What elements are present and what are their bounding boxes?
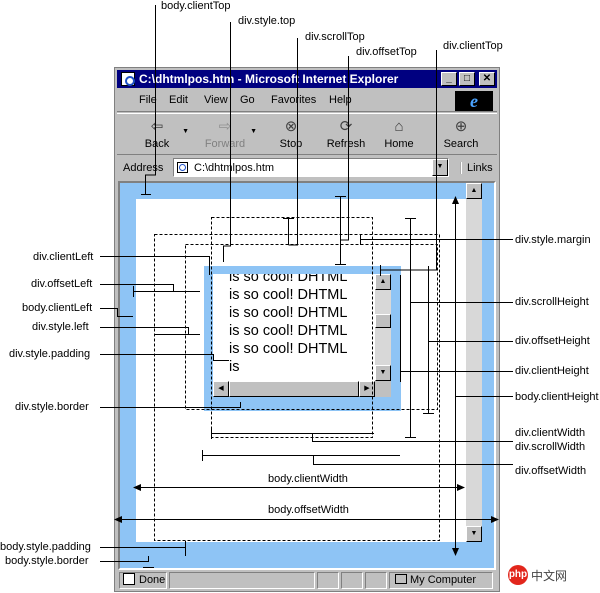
- refresh-label: Refresh: [326, 138, 366, 150]
- label-div-style-padding: div.style.padding: [9, 348, 91, 360]
- label-div-style-border: div.style.border: [15, 401, 89, 413]
- forward-label: Forward: [204, 138, 246, 150]
- status-progress-panel: [169, 572, 315, 589]
- status-bar: Done My Computer: [117, 571, 497, 590]
- title-bar[interactable]: C:\dhtmlpos.htm - Microsoft Internet Exp…: [117, 70, 497, 88]
- stop-icon: ⊗: [284, 118, 298, 135]
- status-panel: Done: [119, 572, 167, 589]
- scroll-down-button[interactable]: ▼: [466, 526, 482, 542]
- div-hscroll-thumb[interactable]: [229, 381, 359, 397]
- label-div-client-top: div.clientTop: [443, 40, 503, 52]
- stop-label: Stop: [279, 138, 303, 150]
- watermark-logo: php: [508, 565, 528, 585]
- back-label: Back: [144, 138, 170, 150]
- back-arrow-icon: ⇦: [150, 118, 164, 135]
- back-button[interactable]: ⇦ Back ▼: [131, 116, 189, 154]
- div-horizontal-scrollbar[interactable]: ◀ ▶: [213, 381, 375, 397]
- label-div-offset-width: div.offsetWidth: [515, 465, 587, 477]
- menu-view[interactable]: View: [204, 94, 228, 106]
- forward-button[interactable]: ⇨ Forward ▼: [199, 116, 257, 154]
- back-dropdown-icon[interactable]: ▼: [182, 128, 189, 135]
- div-scroll-right-button[interactable]: ▶: [359, 381, 375, 397]
- menu-favorites[interactable]: Favorites: [271, 94, 317, 106]
- label-body-client-left: body.clientLeft: [22, 302, 93, 314]
- div-text: is so cool! DHTML is so cool! DHTML is s…: [229, 274, 347, 375]
- div-scroll-up-button[interactable]: ▲: [375, 274, 391, 290]
- address-dropdown-icon[interactable]: ▼: [432, 159, 448, 176]
- label-div-style-left: div.style.left: [32, 321, 89, 333]
- menu-file[interactable]: File: [139, 94, 157, 106]
- menu-edit[interactable]: Edit: [169, 94, 188, 106]
- label-body-style-padding: body.style.padding: [0, 541, 91, 553]
- minimize-button[interactable]: _: [441, 72, 457, 86]
- div-scroll-left-button[interactable]: ◀: [213, 381, 229, 397]
- ie-logo-icon: e: [455, 91, 493, 111]
- label-body-offset-width: body.offsetWidth: [268, 504, 349, 516]
- label-div-offset-top: div.offsetTop: [356, 46, 417, 58]
- status-text: Done: [139, 574, 166, 586]
- label-body-client-top: body.clientTop: [161, 0, 231, 12]
- home-icon: ⌂: [394, 118, 404, 135]
- status-blank-panel-1: [317, 572, 339, 589]
- computer-icon: [395, 574, 407, 584]
- address-input[interactable]: C:\dhtmlpos.htm ▼: [173, 158, 449, 177]
- div-client-area: is so cool! DHTML is so cool! DHTML is s…: [213, 274, 375, 381]
- refresh-button[interactable]: ⟳ Refresh: [320, 116, 372, 154]
- close-button[interactable]: ✕: [479, 72, 495, 86]
- page-icon: [177, 162, 188, 173]
- label-div-scroll-top: div.scrollTop: [305, 31, 365, 43]
- label-body-client-width: body.clientWidth: [268, 473, 348, 485]
- menu-bar: File Edit View Go Favorites Help e: [117, 90, 497, 112]
- div-vertical-scrollbar[interactable]: ▲ ▼: [375, 274, 391, 381]
- search-label: Search: [443, 138, 479, 150]
- window-title: C:\dhtmlpos.htm - Microsoft Internet Exp…: [139, 72, 399, 86]
- watermark: php 中文网: [508, 565, 567, 585]
- label-div-style-margin: div.style.margin: [515, 234, 591, 246]
- div-scroll-down-button[interactable]: ▼: [375, 365, 391, 381]
- div-scroll-corner: [375, 381, 391, 397]
- maximize-button[interactable]: □: [459, 72, 475, 86]
- links-button[interactable]: Links: [460, 162, 493, 174]
- ie-page-icon: [121, 72, 135, 86]
- address-label: Address: [123, 162, 164, 174]
- scroll-up-button[interactable]: ▲: [466, 183, 482, 199]
- forward-arrow-icon: ⇨: [218, 118, 232, 135]
- status-blank-panel-2: [341, 572, 363, 589]
- forward-dropdown-icon[interactable]: ▼: [250, 128, 257, 135]
- positioned-div: is so cool! DHTML is so cool! DHTML is s…: [204, 266, 401, 411]
- home-button[interactable]: ⌂ Home: [373, 116, 425, 154]
- search-icon: ⊕: [454, 118, 468, 135]
- zone-text: My Computer: [410, 574, 477, 586]
- label-div-client-width: div.clientWidth: [515, 427, 586, 439]
- label-body-style-border: body.style.border: [5, 555, 89, 567]
- label-div-style-top: div.style.top: [238, 15, 296, 27]
- label-div-offset-height: div.offsetHeight: [515, 335, 590, 347]
- label-div-offset-left: div.offsetLeft: [31, 278, 93, 290]
- status-blank-panel-3: [365, 572, 387, 589]
- home-label: Home: [384, 138, 414, 150]
- label-body-client-height: body.clientHeight: [515, 391, 599, 403]
- stop-button[interactable]: ⊗ Stop: [265, 116, 317, 154]
- page-vertical-scrollbar[interactable]: ▲ ▼: [466, 183, 482, 542]
- watermark-text: 中文网: [531, 568, 568, 583]
- div-scroll-thumb[interactable]: [375, 314, 391, 328]
- menu-help[interactable]: Help: [329, 94, 352, 106]
- menu-go[interactable]: Go: [240, 94, 255, 106]
- status-page-icon: [123, 573, 135, 585]
- address-bar: Address C:\dhtmlpos.htm ▼ Links: [117, 157, 497, 179]
- label-div-scroll-height: div.scrollHeight: [515, 296, 589, 308]
- toolbar: ⇦ Back ▼ ⇨ Forward ▼ ⊗ Stop ⟳ Refresh ⌂ …: [117, 113, 497, 155]
- address-value: C:\dhtmlpos.htm: [194, 162, 275, 174]
- label-div-scroll-width: div.scrollWidth: [515, 441, 586, 453]
- zone-panel: My Computer: [389, 572, 493, 589]
- refresh-icon: ⟳: [339, 118, 353, 135]
- label-div-client-height: div.clientHeight: [515, 365, 589, 377]
- search-button[interactable]: ⊕ Search: [435, 116, 487, 154]
- label-div-client-left: div.clientLeft: [33, 251, 94, 263]
